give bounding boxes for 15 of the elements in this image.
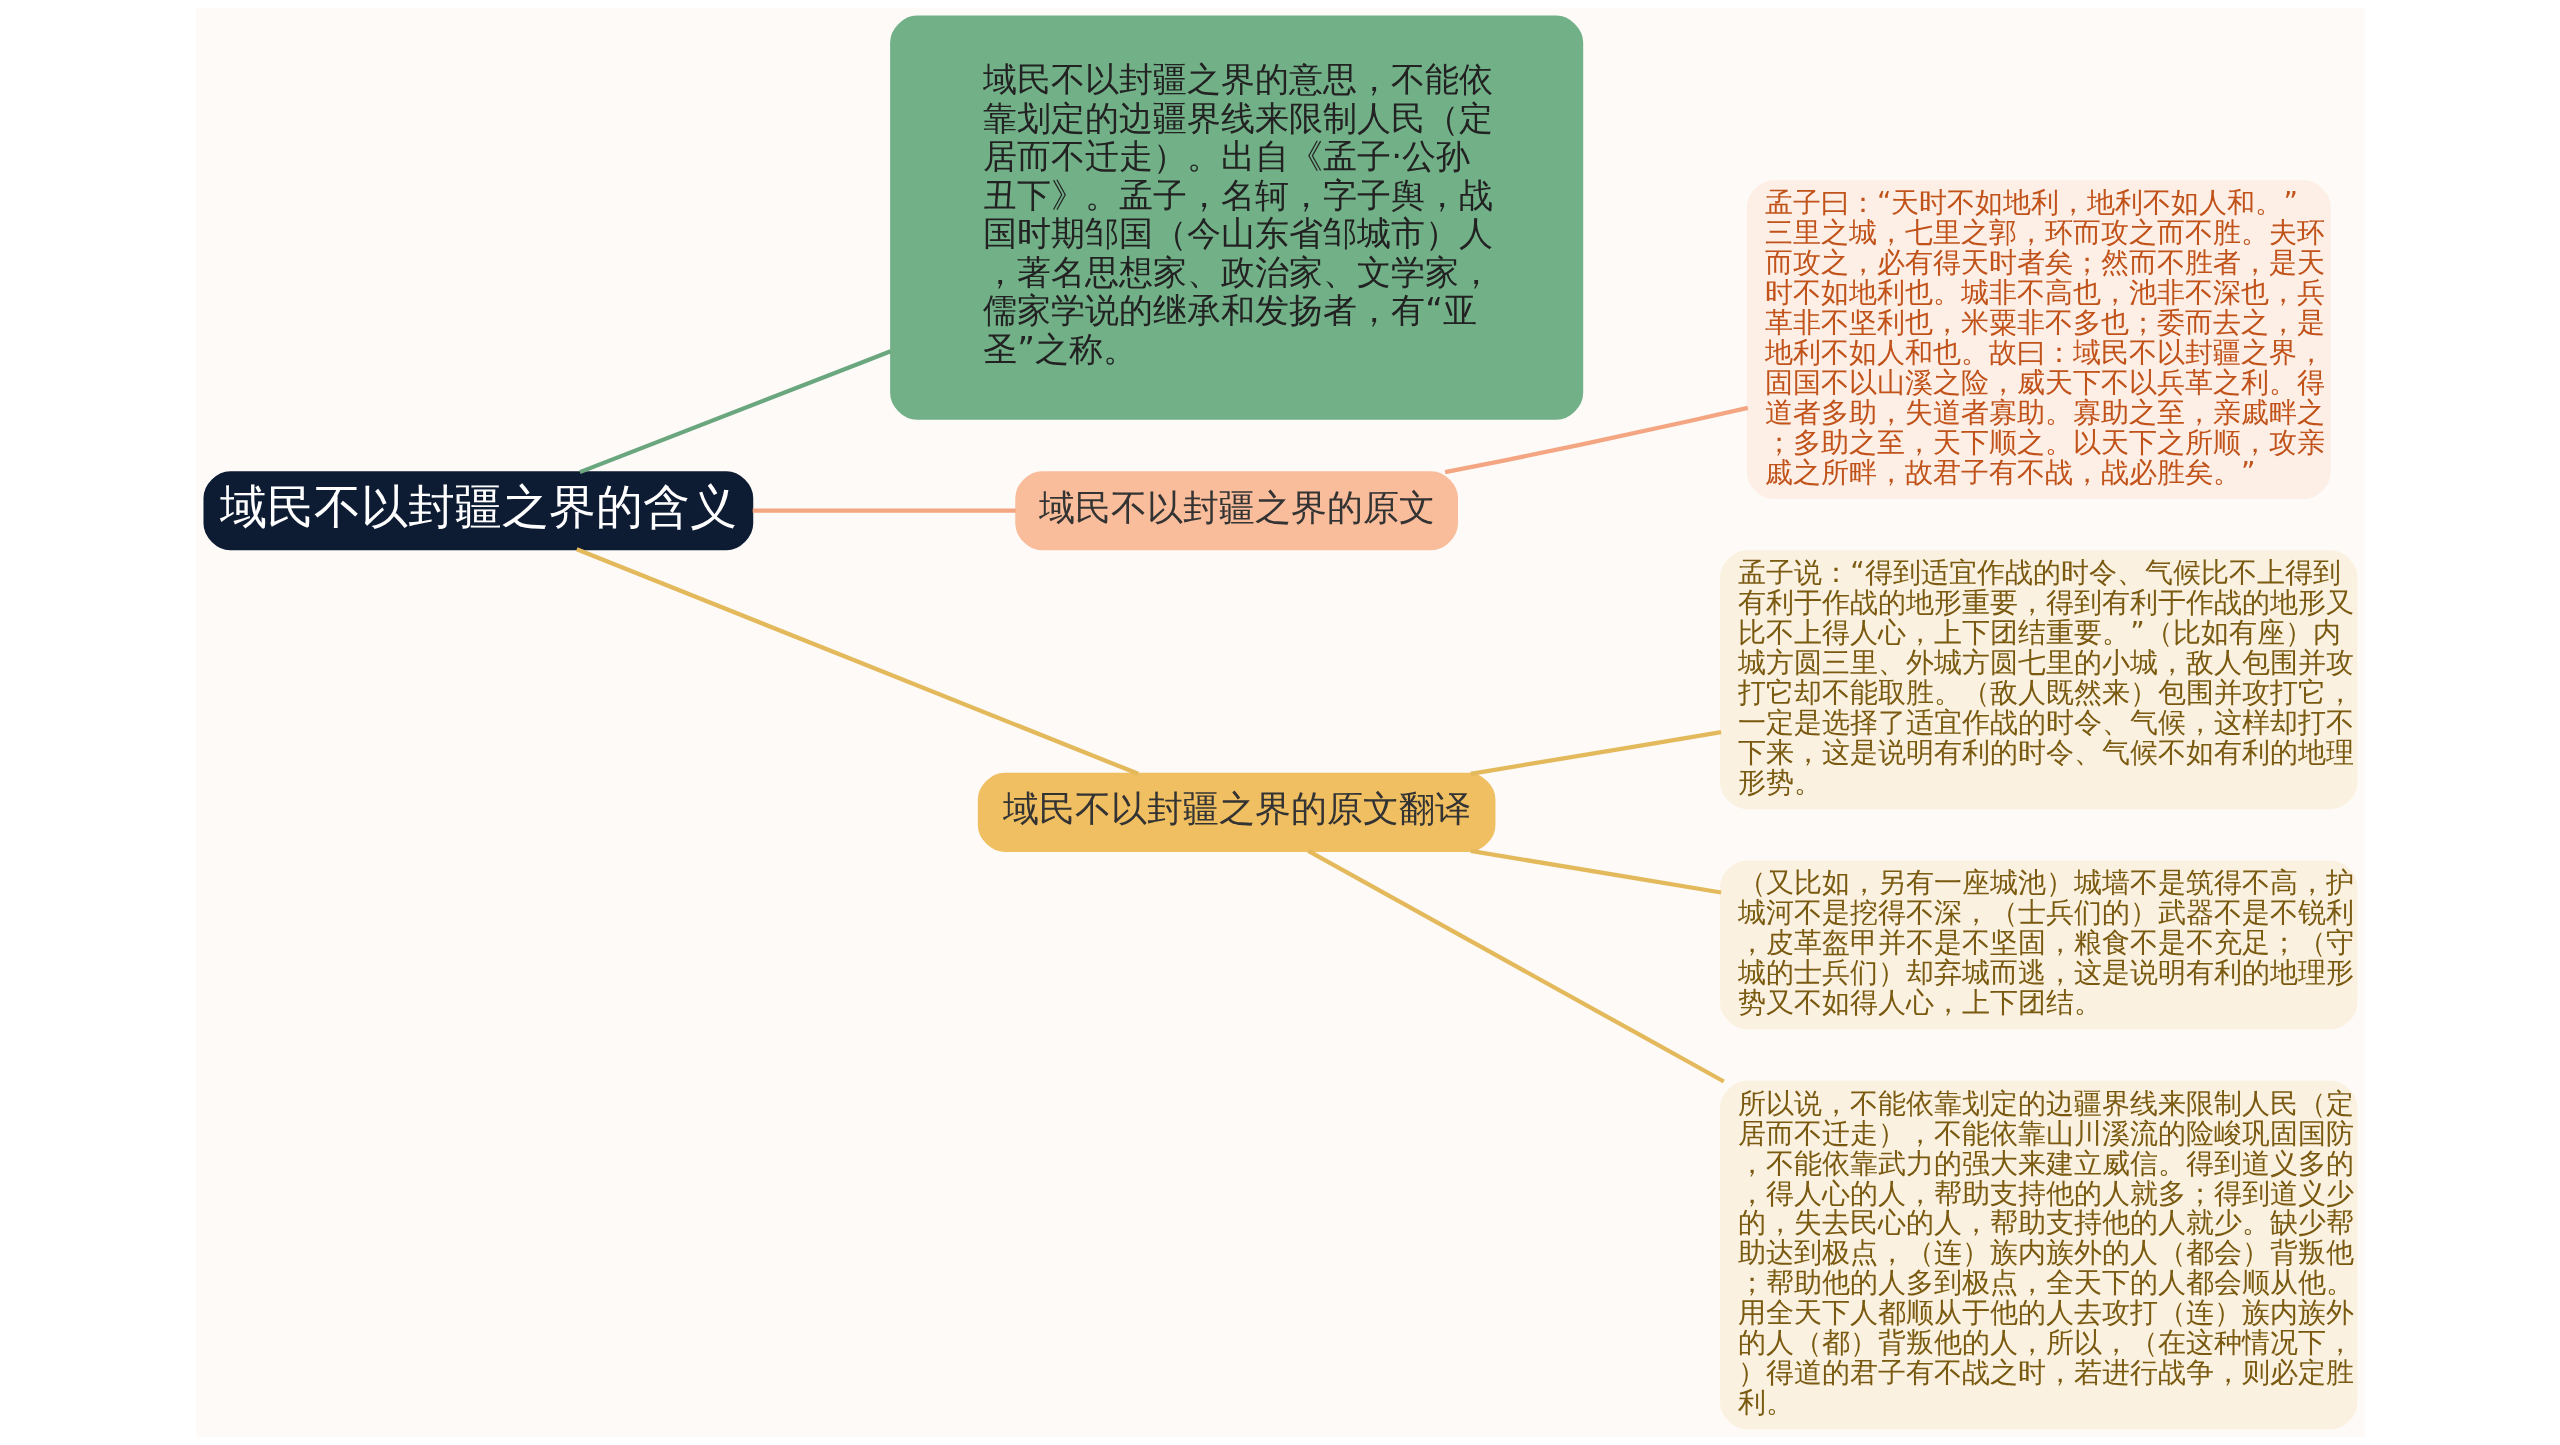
connector xyxy=(752,508,1016,513)
node-box: 域民不以封疆之界的原文 xyxy=(1014,471,1458,551)
connector xyxy=(1469,730,1721,776)
connector xyxy=(1469,848,1721,895)
node-box: 孟子曰：“天时不如地利，地利不如人和。”三里之城，七里之郭，环而攻之而不胜。夫环而攻之，必有得天时者矣；然而不胜者，是天时不如地利也。城非不高也，池非不深也，兵革非不坚利也，米粟非不多也；委而去之，是地利不如人和也。故曰：域民不以封疆之界，固国不以山溪之险，威天下不以兵革之利。得道者多助，失道者寡助。寡助之至，亲戚畔之；多助之至，天下顺之。以天下之所顺，攻亲戚之所畔，故君子有不战，战必胜矣。” xyxy=(1746,180,2331,499)
node-box: （又比如，另有一座城池）城墙不是筑得不高，护城河不是挖得不深，（士兵们的）武器不是不锐利，皮革盔甲并不是不坚固，粮食不是不充足；（守城的士兵们）却弃城而逃，这是说明有利的地理形势又不如得人心，上下团结。 xyxy=(1719,860,2357,1030)
node-box: 孟子说：“得到适宜作战的时令、气候比不上得到有利于作战的地形重要，得到有利于作战的地形又比不上得人心，上下团结重要。”（比如有座）内城方圆三里、外城方圆七里的小城，敌人包围并攻打它却不能取胜。（敌人既然来）包围并攻打它，一定是选择了适宜作战的时令、气候，这样却打不下来，这是说明有利的时令、气候不如有利的地理形势。 xyxy=(1719,550,2357,810)
node-box: 域民不以封疆之界的意思，不能依靠划定的边疆界线来限制人民（定居而不迁走）。出自《孟子·公孙丑下》。孟子，名轲，字子舆，战国时期邹国（今山东省邹城市）人，著名思想家、政治家、文学家，儒家学说的继承和发扬者，有“亚圣”之称。 xyxy=(889,15,1583,420)
node-box: 域民不以封疆之界的原文翻译 xyxy=(977,772,1495,852)
node-box: 所以说，不能依靠划定的边疆界线来限制人民（定居而不迁走），不能依靠山川溪流的险峻巩固国防，不能依靠武力的强大来建立威信。得到道义多的，得人心的人，帮助支持他的人就多；得到道义少的，失去民心的人，帮助支持他的人就少。缺少帮助达到极点，（连）族内族外的人（都会）背叛他；帮助他的人多到极点，全天下的人都会顺从他。用全天下人都顺从于他的人去攻打（连）族内族外的人（都）背叛他的人，所以，（在这种情况下，）得道的君子有不战之时，若进行战争，则必定胜利。 xyxy=(1719,1080,2357,1430)
connector xyxy=(575,547,1139,776)
connector xyxy=(578,349,891,475)
connector xyxy=(1306,849,1725,1084)
connector xyxy=(1444,405,1748,475)
node-box: 域民不以封疆之界的含义 xyxy=(203,471,753,551)
